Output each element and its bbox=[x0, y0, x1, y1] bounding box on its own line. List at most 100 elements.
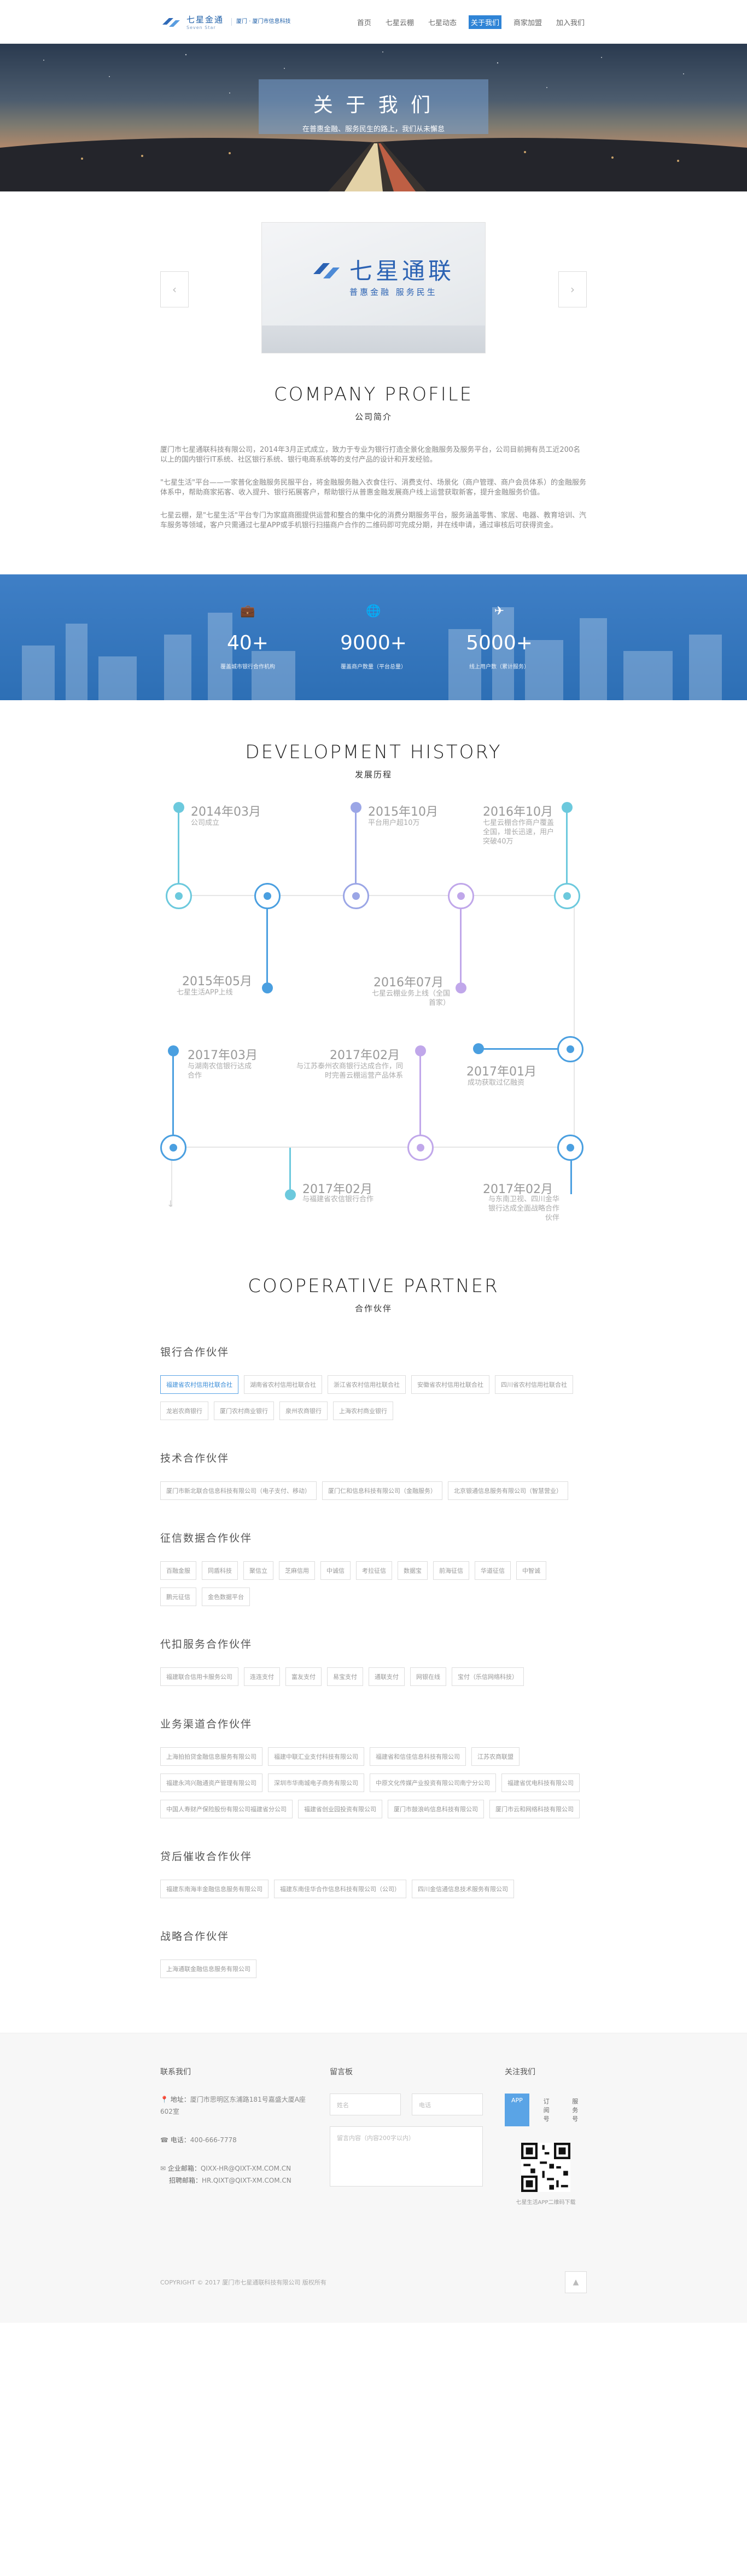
footer-email2: 招聘邮箱：HR.QIXT@QIXT-XM.COM.CN bbox=[169, 2177, 291, 2184]
partner-tag[interactable]: 芝麻信用 bbox=[279, 1561, 315, 1580]
slider-floor bbox=[262, 325, 485, 353]
message-textarea[interactable]: 留言内容（内容200字以内） bbox=[330, 2126, 483, 2187]
partner-tag[interactable]: 中智诚 bbox=[516, 1561, 546, 1580]
email2-link[interactable]: HR.QIXT@QIXT-XM.COM.CN bbox=[202, 2177, 291, 2184]
partner-group-title: 技术合作伙伴 bbox=[160, 1452, 230, 1464]
partner-tag[interactable]: 中国人寿财产保险股份有限公司福建省分公司 bbox=[160, 1800, 293, 1818]
nav-about[interactable]: 关于我们 bbox=[468, 15, 501, 29]
partner-tag[interactable]: 福建永鸿兴融通资产管理有限公司 bbox=[160, 1773, 262, 1792]
partner-tag[interactable]: 上海农村商业银行 bbox=[333, 1402, 393, 1420]
partner-tag[interactable]: 北京银通信息服务有限公司（智慧营业） bbox=[448, 1481, 568, 1500]
partner-tag[interactable]: 厦门农村商业银行 bbox=[214, 1402, 274, 1420]
timeline-dot bbox=[351, 802, 361, 813]
partner-tag[interactable]: 宝付（乐信网络科技） bbox=[452, 1667, 524, 1686]
hero-subtitle: 在普惠金融、服务民生的路上，我们从未懈怠 bbox=[302, 125, 445, 133]
event-date: 2017年03月 bbox=[188, 1049, 258, 1062]
briefcase-icon: 💼 bbox=[240, 604, 255, 618]
partner-tag[interactable]: 泉州农商银行 bbox=[279, 1402, 328, 1420]
partner-tag[interactable]: 同盾科技 bbox=[202, 1561, 238, 1580]
timeline-node bbox=[557, 1036, 583, 1062]
event-text: 公司成立 bbox=[191, 819, 220, 827]
profile-paragraph: "七星生活"平台——一家普化金融服务民服平台，将金融服务融入衣食住行、消费支付、… bbox=[160, 479, 586, 497]
partner-tag[interactable]: 华道征信 bbox=[475, 1561, 511, 1580]
partner-tag[interactable]: 四川金信通信息技术服务有限公司 bbox=[412, 1880, 514, 1898]
partner-tag[interactable]: 厦门市新北联合信息科技有限公司（电子支付、移动） bbox=[160, 1481, 317, 1500]
hero-title: 关 于 我 们 bbox=[313, 94, 434, 117]
partner-tag[interactable]: 聚信立 bbox=[243, 1561, 273, 1580]
partner-tag[interactable]: 福建省优电科技有限公司 bbox=[501, 1773, 580, 1792]
nav-news[interactable]: 七星动态 bbox=[428, 19, 457, 27]
partner-tag[interactable]: 福建东南佳华合作信息科技有限公司（公司） bbox=[274, 1880, 406, 1898]
timeline-dot bbox=[285, 1189, 296, 1200]
partner-tag[interactable]: 龙岩农商银行 bbox=[160, 1402, 208, 1420]
partner-tag[interactable]: 鹏元征信 bbox=[160, 1588, 196, 1606]
partner-tag[interactable]: 厦门市云和网络科技有限公司 bbox=[489, 1800, 580, 1818]
partner-tag[interactable]: 厦门市鼓浪屿信息科技有限公司 bbox=[388, 1800, 484, 1818]
partner-tag[interactable]: 连连支付 bbox=[244, 1667, 280, 1686]
chevron-left-icon: ‹ bbox=[172, 283, 177, 296]
partner-tag[interactable]: 福建东南海丰金融信息服务有限公司 bbox=[160, 1880, 269, 1898]
tab-subscription[interactable]: 订阅号 bbox=[543, 2098, 550, 2123]
email-link[interactable]: QIXX-HR@QIXT-XM.COM.CN bbox=[200, 2165, 291, 2172]
partner-tag[interactable]: 福建联合信用卡服务公司 bbox=[160, 1667, 238, 1686]
company-profile-section: COMPANY PROFILE 公司简介 厦门市七星通联科技有限公司，2014年… bbox=[0, 383, 747, 531]
send-icon: ✈ bbox=[494, 604, 505, 618]
timeline-col-line bbox=[171, 1147, 172, 1207]
stats-band: 💼 40+ 覆盖城市银行合作机构 🌐 9000+ 覆盖商户数量（平台总量） ✈ … bbox=[0, 574, 747, 700]
timeline-node bbox=[557, 1135, 583, 1161]
profile-title: COMPANY PROFILE bbox=[273, 383, 474, 405]
tab-service[interactable]: 服务号 bbox=[572, 2098, 579, 2123]
nav-merchant[interactable]: 商家加盟 bbox=[513, 19, 542, 27]
event-text: 与湖南农信银行达成合作 bbox=[188, 1062, 252, 1080]
logo[interactable]: 七星金通 Seven Star 厦门 · 厦门市信息科技 bbox=[160, 14, 291, 30]
phone-input[interactable]: 电话 bbox=[412, 2094, 483, 2115]
partner-tag[interactable]: 百融金服 bbox=[160, 1561, 196, 1580]
partner-tag[interactable]: 上海拍拍贷金融信息服务有限公司 bbox=[160, 1747, 262, 1766]
timeline-node bbox=[554, 883, 580, 909]
event-text: 与福建省农信银行合作 bbox=[302, 1195, 374, 1203]
partner-tag[interactable]: 福建省农村信用社联合社 bbox=[160, 1375, 238, 1394]
partner-tag[interactable]: 四川省农村信用社联合社 bbox=[495, 1375, 573, 1394]
partner-tag[interactable]: 网银在线 bbox=[410, 1667, 446, 1686]
name-input[interactable]: 姓名 bbox=[330, 2094, 401, 2115]
tab-app[interactable]: APP bbox=[505, 2094, 529, 2126]
nav-home[interactable]: 首页 bbox=[357, 19, 371, 27]
footer-message-title: 留言板 bbox=[330, 2068, 353, 2077]
nav-cloud[interactable]: 七星云棚 bbox=[385, 19, 414, 27]
partner-tag[interactable]: 福建中联汇业支付科技有限公司 bbox=[268, 1747, 364, 1766]
nav-join[interactable]: 加入我们 bbox=[556, 19, 585, 27]
partner-tag[interactable]: 福建省创业园投资有限公司 bbox=[298, 1800, 382, 1818]
partner-tag[interactable]: 易宝支付 bbox=[327, 1667, 363, 1686]
partner-tag[interactable]: 金色数据平台 bbox=[202, 1588, 250, 1606]
partner-group-title: 业务渠道合作伙伴 bbox=[160, 1718, 253, 1730]
hero-sky-image bbox=[43, 51, 684, 94]
partner-tag[interactable]: 前海征信 bbox=[433, 1561, 469, 1580]
event-date: 2017年02月 bbox=[483, 1183, 553, 1196]
back-to-top-button[interactable]: ▲ bbox=[565, 2271, 587, 2293]
partner-tag[interactable]: 富友支付 bbox=[285, 1667, 322, 1686]
partner-tag[interactable]: 福建省和信佳信息科技有限公司 bbox=[370, 1747, 466, 1766]
slider-next-button[interactable]: › bbox=[558, 271, 587, 307]
partner-tag[interactable]: 数据宝 bbox=[398, 1561, 428, 1580]
partner-tag[interactable]: 上海通联金融信息服务有限公司 bbox=[160, 1959, 256, 1978]
timeline-dot bbox=[168, 1045, 179, 1056]
partner-tag[interactable]: 湖南省农村信用社联合社 bbox=[244, 1375, 322, 1394]
event-date: 2016年07月 bbox=[374, 976, 443, 990]
stats-city-image bbox=[22, 607, 722, 700]
partner-tag[interactable]: 浙江省农村信用社联合社 bbox=[328, 1375, 406, 1394]
partner-tag[interactable]: 江苏农商联盟 bbox=[471, 1747, 520, 1766]
slider-prev-button[interactable]: ‹ bbox=[160, 271, 189, 307]
partner-tag[interactable]: 中原文化传媒产业投资有限公司南宁分公司 bbox=[370, 1773, 496, 1792]
partner-tag[interactable]: 安徽省农村信用社联合社 bbox=[411, 1375, 489, 1394]
timeline-node bbox=[160, 1135, 186, 1161]
partner-tag[interactable]: 中诚信 bbox=[320, 1561, 351, 1580]
partner-tag[interactable]: 深圳市华南城电子商务有限公司 bbox=[268, 1773, 364, 1792]
partner-tag[interactable]: 考拉征信 bbox=[356, 1561, 392, 1580]
arrow-up-icon: ▲ bbox=[573, 2278, 579, 2287]
partner-tag[interactable]: 通联支付 bbox=[369, 1667, 405, 1686]
footer-email: ✉ 企业邮箱：QIXX-HR@QIXT-XM.COM.CN bbox=[160, 2165, 291, 2172]
partner-group: 贷后催收合作伙伴福建东南海丰金融信息服务有限公司福建东南佳华合作信息科技有限公司… bbox=[160, 1848, 587, 1898]
partner-tag[interactable]: 厦门仁和信息科技有限公司（金融服务） bbox=[322, 1481, 442, 1500]
phone-icon: ☎ bbox=[160, 2136, 168, 2144]
hero-banner: 关 于 我 们 在普惠金融、服务民生的路上，我们从未懈怠 bbox=[0, 44, 747, 191]
